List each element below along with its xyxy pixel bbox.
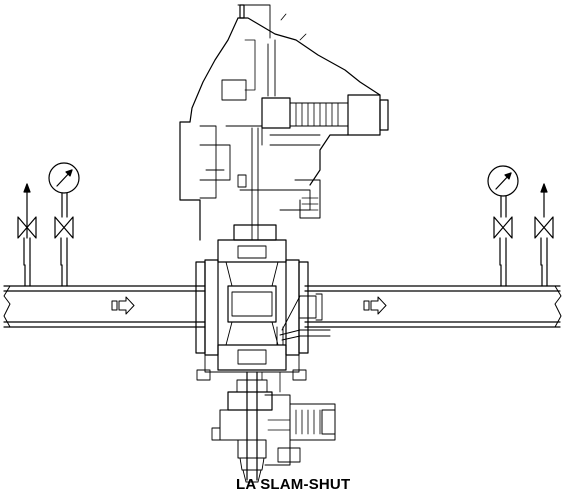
upstream-vent-valve-icon: [17, 216, 37, 266]
pipeline: [3, 285, 562, 328]
flow-arrow-inlet: [111, 296, 135, 315]
downstream-gauge-valve-icon: [493, 216, 513, 266]
upstream-gauge-line: [48, 162, 80, 287]
downstream-vent-line: [534, 183, 554, 287]
slam-shut-device: [211, 371, 336, 483]
inlet-pipe: [3, 285, 206, 328]
impulse-lines: [276, 326, 331, 346]
upstream-vent-line: [17, 183, 37, 287]
flow-arrow-outlet: [363, 296, 387, 315]
diagram-caption: LA SLAM-SHUT: [236, 476, 351, 493]
downstream-pressure-gauge-icon: [487, 165, 519, 197]
downstream-vent-valve-icon: [534, 216, 554, 266]
regulator-actuator: [179, 4, 389, 241]
upstream-pressure-gauge-icon: [48, 162, 80, 194]
regulator-body: [195, 239, 323, 381]
outlet-pipe: [304, 285, 562, 328]
downstream-gauge-line: [487, 165, 519, 287]
upstream-gauge-valve-icon: [54, 216, 74, 266]
